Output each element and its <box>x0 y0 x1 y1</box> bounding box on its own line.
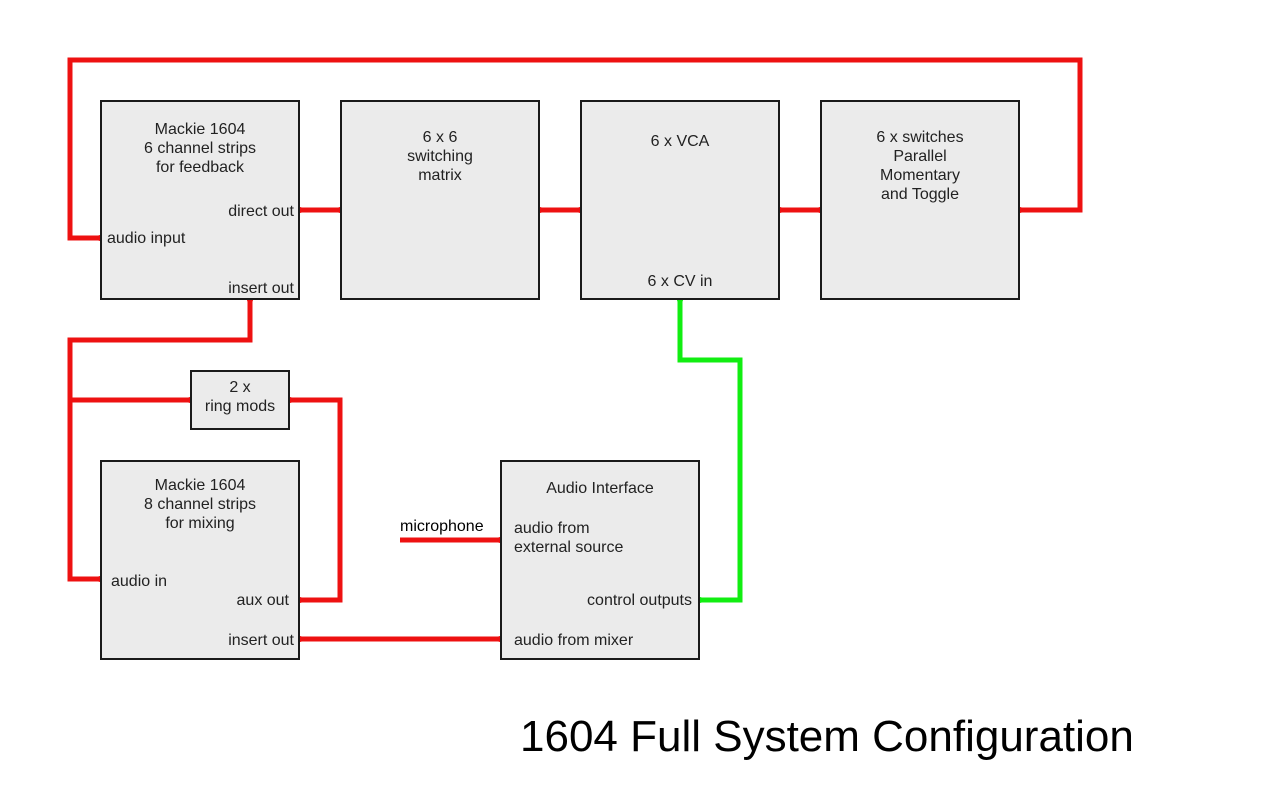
audio-from-mixer-port-label: audio from mixer <box>514 632 634 649</box>
wire-switches-to-feedback-input <box>67 57 1083 241</box>
audio-from-external-port-label: audio from external source <box>514 520 624 556</box>
audio-interface-title: Audio Interface <box>546 480 654 497</box>
wire-control-outputs-to-cv-in <box>677 300 743 603</box>
cv-in-port-label: 6 x CV in <box>647 273 713 290</box>
switching-matrix-box: 6 x 6 switching matrix <box>340 100 540 300</box>
mackie-feedback-title: Mackie 1604 6 channel strips for feedbac… <box>143 121 257 176</box>
wire-ring-mods-to-aux-out <box>290 397 343 603</box>
audio-input-port-label: audio input <box>107 230 186 247</box>
vca-box: 6 x VCA 6 x CV in <box>580 100 780 300</box>
direct-out-port-label: direct out <box>228 203 294 220</box>
switches-title: 6 x switches Parallel Momentary and Togg… <box>876 129 964 203</box>
mixing-insert-out-port-label: insert out <box>228 632 294 649</box>
aux-out-port-label: aux out <box>236 592 289 609</box>
ring-mods-box: 2 x ring mods <box>190 370 290 430</box>
audio-interface-box: Audio Interface audio from external sour… <box>500 460 700 660</box>
microphone-label: microphone <box>400 518 484 535</box>
vca-title: 6 x VCA <box>650 133 710 150</box>
diagram-title: 1604 Full System Configuration <box>520 712 1134 761</box>
switches-box: 6 x switches Parallel Momentary and Togg… <box>820 100 1020 300</box>
switching-matrix-title: 6 x 6 switching matrix <box>407 129 473 184</box>
mackie-mixing-box: Mackie 1604 8 channel strips for mixing … <box>100 460 300 660</box>
audio-in-port-label: audio in <box>111 573 168 590</box>
mackie-feedback-box: Mackie 1604 6 channel strips for feedbac… <box>100 100 300 300</box>
insert-out-port-label: insert out <box>228 280 294 297</box>
wire-insert-out-to-mixer-input <box>67 300 253 582</box>
control-outputs-port-label: control outputs <box>587 592 692 609</box>
mackie-mixing-title: Mackie 1604 8 channel strips for mixing <box>143 477 257 532</box>
ring-mods-title: 2 x ring mods <box>204 379 276 415</box>
